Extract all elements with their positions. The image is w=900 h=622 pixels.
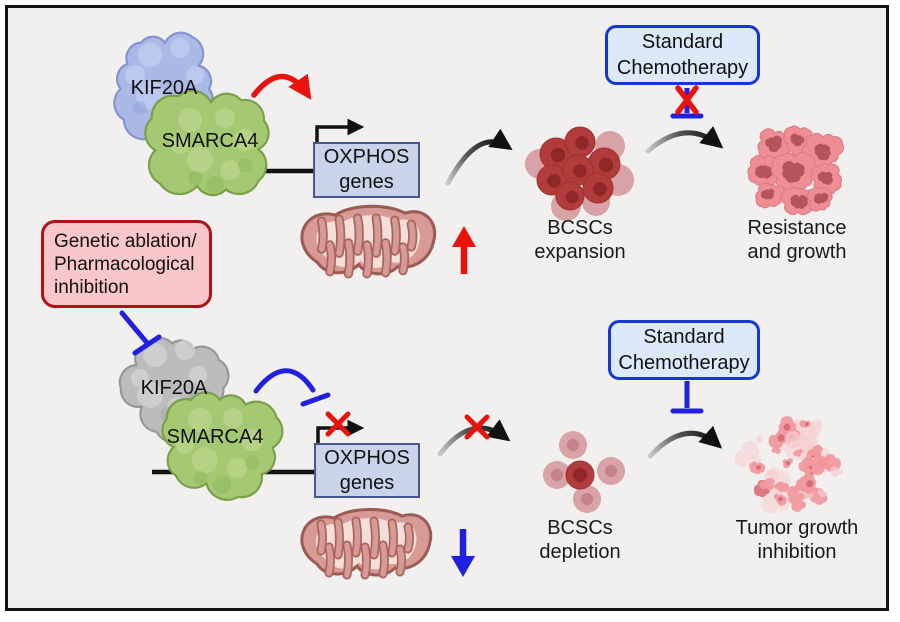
curved-arrow-to-tumor-icon (647, 425, 723, 459)
bcsc-expansion-line1: BCSCs (547, 217, 613, 239)
oxphos-box-line2: genes (339, 171, 394, 193)
tumor-inhibition-label: Tumor growth inhibition (736, 516, 859, 564)
red-activation-arrow-icon (251, 73, 312, 100)
oxphos-down-arrow-icon (451, 529, 475, 577)
tumor-inhibition-cells (734, 416, 844, 514)
resistance-line2: and growth (747, 241, 847, 263)
standard-chemotherapy-box-top: Standard Chemotherapy (605, 25, 760, 85)
bcsc-depletion-label: BCSCs depletion (539, 516, 620, 564)
blue-inhibition-arc-icon (253, 368, 331, 407)
curved-arrow-to-bcsc-top-icon (445, 128, 513, 186)
bcsc-depletion-line2: depletion (539, 541, 621, 563)
promoter-arrow-bottom-icon (316, 419, 365, 444)
oxphos-box-line2: genes (339, 471, 395, 494)
intervention-line2: Pharmacological (54, 253, 195, 275)
kif20a-label-top: KIF20A (130, 77, 198, 99)
bcsc-depletion-line1: BCSCs (547, 517, 613, 539)
oxphos-genes-box-top: OXPHOS genes (313, 142, 420, 198)
smarca4-blob-bottom (161, 391, 284, 501)
intervention-line1: Genetic ablation/ (54, 230, 197, 252)
smarca4-blob-top (144, 89, 270, 197)
resistance-line1: Resistance (747, 217, 847, 239)
bcsc-expansion-label: BCSCs expansion (534, 216, 625, 264)
chemo-box-line1: Standard (641, 31, 724, 53)
intervention-line3: inhibition (54, 276, 129, 298)
curved-arrow-to-resistance-icon (645, 126, 724, 154)
tumor-inhibition-line2: inhibition (757, 541, 837, 563)
bcsc-expansion-cells (525, 126, 634, 221)
mitochondrion-top-icon (300, 204, 437, 279)
smarca4-label-bottom: SMARCA4 (166, 426, 264, 448)
oxphos-up-arrow-icon (452, 226, 476, 274)
chemo-box-line1: Standard (643, 326, 725, 348)
standard-chemotherapy-box-bottom: Standard Chemotherapy (608, 320, 760, 380)
oxphos-box-line1: OXPHOS (323, 146, 410, 168)
oxphos-genes-box-bottom: OXPHOS genes (314, 443, 420, 498)
chemo-blocked-cross-icon (675, 85, 699, 115)
red-cross-on-promoter-icon (325, 411, 351, 437)
intervention-inhibition-bar-icon (119, 310, 162, 356)
bcsc-expansion-line2: expansion (534, 241, 626, 263)
chemo-box-line2: Chemotherapy (618, 352, 750, 374)
oxphos-box-line1: OXPHOS (324, 446, 410, 469)
smarca4-label-top: SMARCA4 (161, 130, 259, 152)
mitochondrion-bottom-icon (300, 508, 433, 580)
kif20a-label-bottom: KIF20A (140, 377, 208, 399)
genetic-ablation-box: Genetic ablation/ Pharmacological inhibi… (41, 220, 212, 308)
chemo-box-line2: Chemotherapy (616, 57, 749, 79)
resistant-tumor-cells (747, 125, 844, 216)
bcsc-depletion-cells (543, 431, 625, 513)
tumor-inhibition-line1: Tumor growth (735, 517, 859, 539)
red-cross-on-arrow-icon (464, 414, 490, 440)
promoter-arrow-top-icon (315, 118, 365, 143)
chemo-inhibition-bar-bottom-icon (670, 381, 704, 414)
resistance-growth-label: Resistance and growth (748, 216, 847, 264)
